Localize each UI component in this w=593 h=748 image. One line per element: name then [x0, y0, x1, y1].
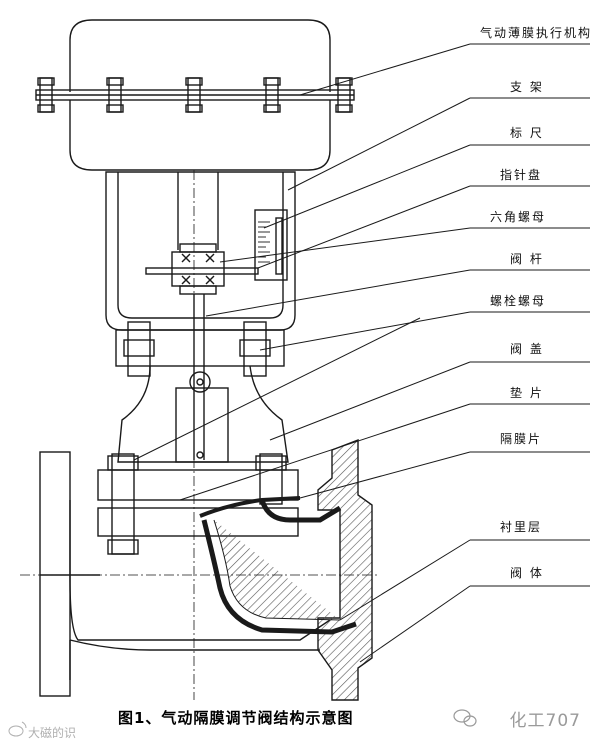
body-lining — [201, 499, 357, 635]
diaphragm — [199, 496, 301, 518]
yoke-bracket — [105, 171, 296, 331]
inlet-flange — [39, 451, 71, 697]
label-pneumatic-actuator: 气动薄膜执行机构 — [480, 26, 593, 40]
leader-lines — [133, 43, 590, 663]
weibo-icon — [8, 721, 27, 737]
label-valve-body: 阀 体 — [510, 566, 544, 580]
label-diaphragm: 隔膜片 — [500, 432, 543, 446]
actuator-housing-top — [69, 19, 331, 92]
label-pointer-disc: 指针盘 — [500, 168, 543, 182]
pointer-disc — [145, 267, 259, 275]
label-bonnet: 阀 盖 — [510, 342, 544, 356]
hex-nut — [171, 251, 225, 287]
bonnet-flange — [97, 469, 299, 501]
label-hex-nut: 六角螺母 — [490, 210, 547, 224]
watermark-brand-text: 化工707 — [509, 711, 581, 731]
label-lining: 衬里层 — [500, 520, 543, 534]
label-bolt-nut: 螺栓螺母 — [490, 294, 547, 308]
label-scale: 标 尺 — [510, 126, 544, 140]
watermark-left: 大磁的识 — [28, 726, 77, 740]
label-valve-stem: 阀 杆 — [510, 252, 544, 266]
outlet-flange — [317, 438, 373, 701]
actuator-housing-bottom — [69, 100, 331, 171]
label-gasket: 垫 片 — [510, 386, 544, 400]
scale-plate — [254, 209, 288, 281]
watermark-brand: 化工707 — [510, 706, 581, 731]
wechat-icon — [453, 709, 477, 727]
label-yoke: 支 架 — [510, 80, 544, 94]
figure-caption: 图1、气动隔膜调节阀结构示意图 — [118, 709, 354, 727]
actuator-bolts — [37, 77, 353, 113]
